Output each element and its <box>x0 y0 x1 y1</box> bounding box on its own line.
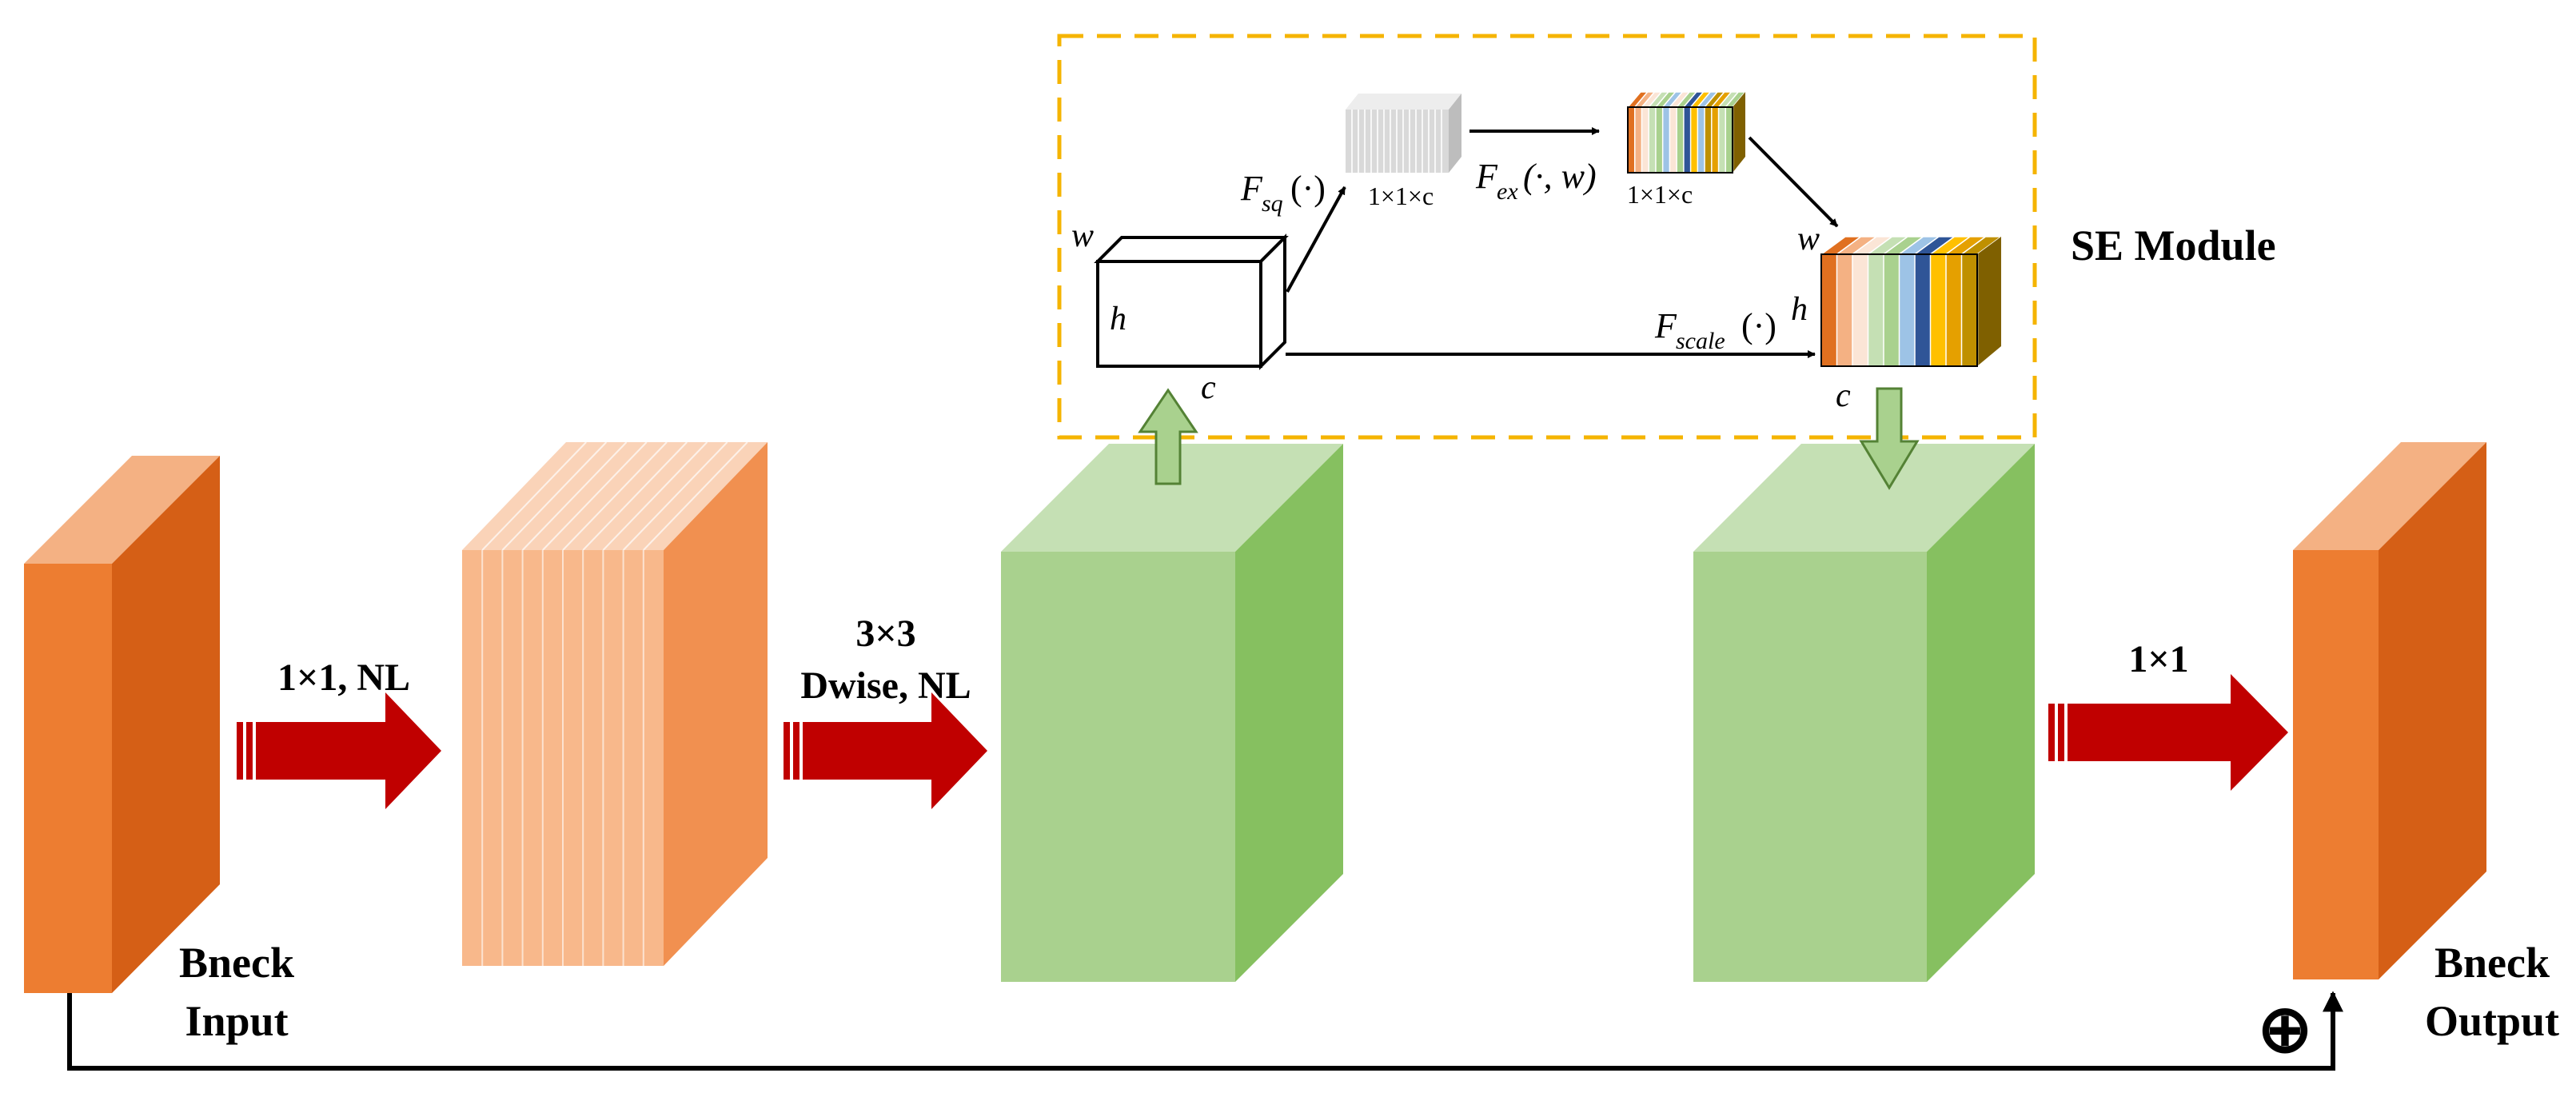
arrow-conv1 <box>237 692 441 809</box>
fscale-label: F scale (·) <box>1654 306 1776 354</box>
arrow-to-scale <box>1748 136 1839 228</box>
dwise-label-line1: 3×3 <box>855 612 915 655</box>
expansion-block <box>462 441 768 966</box>
arrow-dwise <box>784 692 987 809</box>
svg-text:F: F <box>1654 306 1677 345</box>
svg-text:(·): (·) <box>1290 169 1326 208</box>
input-label-line2: Input <box>185 997 288 1045</box>
svg-text:(·, w): (·, w) <box>1523 157 1597 196</box>
input-label-line1: Bneck <box>179 939 294 987</box>
se-label-w2: w <box>1797 221 1820 257</box>
bneck-output-block <box>2293 442 2486 979</box>
dwise-label-line2: Dwise, NL <box>800 664 971 707</box>
svg-text:F: F <box>1475 157 1498 196</box>
scaled-cube <box>1819 236 2004 367</box>
se-label-h2: h <box>1791 291 1808 328</box>
conv1-label: 1×1, NL <box>277 656 410 699</box>
se-output-block <box>1693 444 2035 982</box>
squeeze-cube <box>1346 94 1461 173</box>
bneck-input-block <box>24 456 220 993</box>
residual-line <box>67 991 2343 1071</box>
se-label-w: w <box>1071 217 1094 254</box>
se-module-border <box>1057 34 2037 440</box>
se-label-c2: c <box>1836 377 1851 414</box>
depthwise-block <box>1001 444 1343 982</box>
arrow-to-se <box>1138 388 1198 485</box>
output-label-line1: Bneck <box>2434 939 2550 987</box>
excitation-cube <box>1626 91 1747 174</box>
se-label-h: h <box>1110 301 1127 337</box>
se-input-cube <box>1094 233 1289 370</box>
arrow-conv-out <box>2048 674 2288 791</box>
svg-text:(·): (·) <box>1741 306 1776 345</box>
fex-label: F ex (·, w) <box>1475 157 1597 205</box>
arrow-from-se <box>1859 387 1920 490</box>
svg-text:ex: ex <box>1497 178 1518 205</box>
squeeze-dim-label: 1×1×c <box>1368 182 1434 210</box>
svg-text:scale: scale <box>1676 328 1725 354</box>
plus-icon: ⊕ <box>2258 993 2313 1066</box>
svg-text:sq: sq <box>1262 190 1283 217</box>
svg-text:F: F <box>1240 169 1263 208</box>
se-module-title: SE Module <box>2071 221 2276 269</box>
arrow-squeeze <box>1286 186 1346 293</box>
fsq-label: F sq (·) <box>1240 169 1326 217</box>
output-label-line2: Output <box>2425 997 2559 1045</box>
se-label-c: c <box>1201 369 1216 406</box>
excite-dim-label: 1×1×c <box>1627 180 1693 209</box>
conv-out-label: 1×1 <box>2128 638 2188 680</box>
